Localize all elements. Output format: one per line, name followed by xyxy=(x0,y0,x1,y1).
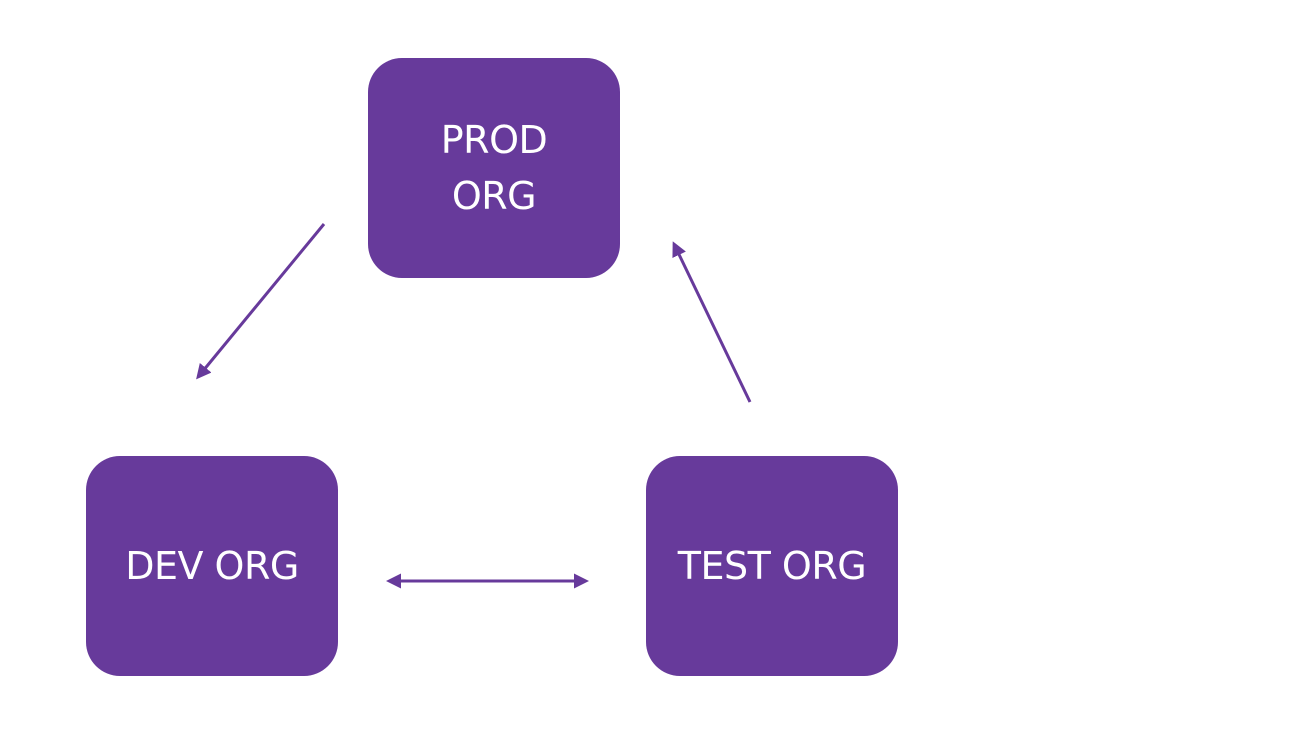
arrow-test-to-prod xyxy=(672,241,752,403)
arrow-prod-to-dev xyxy=(196,223,326,380)
test-org-node: TEST ORG xyxy=(646,456,898,676)
dev-org-node: DEV ORG xyxy=(86,456,338,676)
test-org-label: TEST ORG xyxy=(677,544,867,588)
prod-org-label: PROD ORG xyxy=(440,118,548,218)
prod-org-node: PROD ORG xyxy=(368,58,620,278)
dev-org-label: DEV ORG xyxy=(125,544,299,588)
